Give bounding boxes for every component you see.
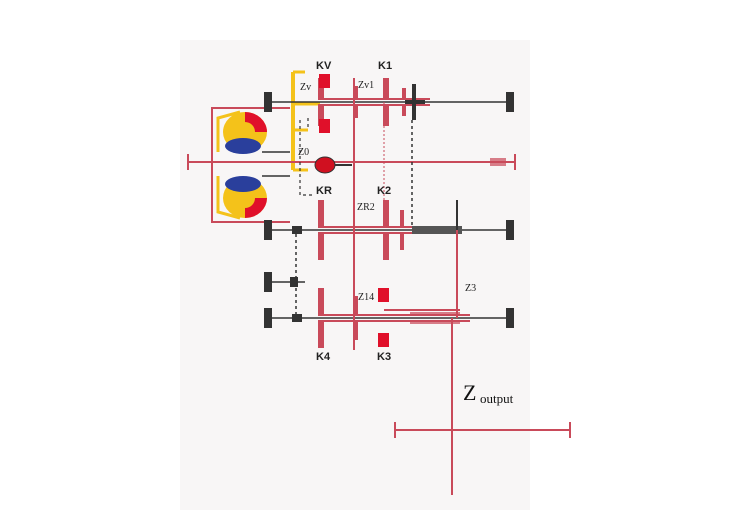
label-k2: K2 xyxy=(377,185,391,197)
label-z-output-sub: output xyxy=(480,391,514,406)
dashed-link-z0 xyxy=(299,118,312,196)
z0-gear-hub xyxy=(314,156,336,174)
label-kr: KR xyxy=(316,185,332,197)
clutch-k3-upper xyxy=(378,288,389,302)
torque-converter xyxy=(211,107,290,223)
label-zv: Zv xyxy=(300,82,311,93)
clutch-k3-lower xyxy=(378,333,389,347)
label-z0: Z0 xyxy=(298,147,309,158)
label-k4: K4 xyxy=(316,351,331,363)
input-shaft-hatch xyxy=(490,158,506,166)
label-k3: K3 xyxy=(377,351,391,363)
shaft-3 xyxy=(272,288,508,348)
clutch-kv-upper xyxy=(319,74,330,88)
housing-mounts xyxy=(264,92,514,328)
label-kv: KV xyxy=(316,60,332,72)
label-k1: K1 xyxy=(378,60,392,72)
auxiliary-shaft xyxy=(272,277,305,287)
label-zr2: ZR2 xyxy=(357,202,375,213)
label-z14: Z14 xyxy=(358,292,374,303)
label-zv1: Zv1 xyxy=(358,80,374,91)
clutch-kv-lower xyxy=(319,119,330,133)
label-z3: Z3 xyxy=(465,283,476,294)
label-z-output: Z xyxy=(463,380,476,405)
